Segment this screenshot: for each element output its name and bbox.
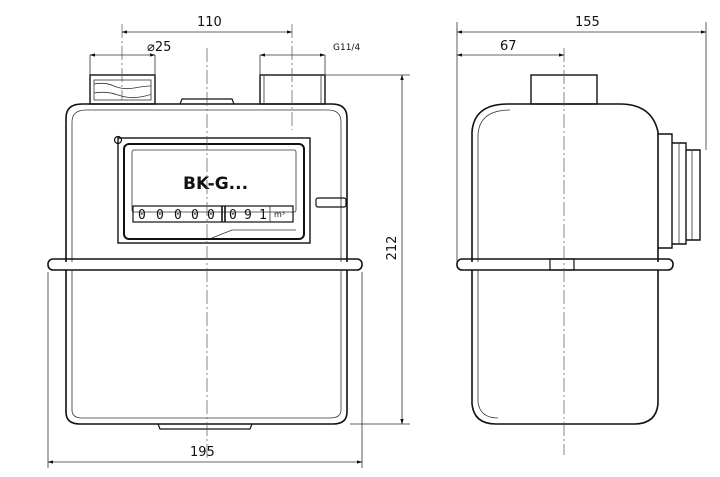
front-lower-body xyxy=(65,270,348,425)
model-label: BK-G... xyxy=(183,174,248,194)
front-side-clip xyxy=(315,197,347,208)
dimension-212-label: 212 xyxy=(385,236,400,261)
front-bottom-foot xyxy=(157,423,253,430)
front-view: BK-G... 0 0 0 0 0 0 9 1 m³ xyxy=(47,74,363,430)
dimension-195: 195 xyxy=(47,272,363,468)
side-upper-body xyxy=(471,103,659,262)
dimension-67: 67 xyxy=(456,39,565,57)
dimension-155-label: 155 xyxy=(575,15,600,30)
side-upper-highlight xyxy=(477,109,511,262)
dimension-110: 110 xyxy=(121,15,293,34)
dimension-67-label: 67 xyxy=(500,39,517,54)
counter-digit: 0 xyxy=(174,208,182,223)
dimension-diameter: ⌀25 xyxy=(89,40,171,76)
counter-digit: 0 xyxy=(138,208,146,223)
front-lower-inner xyxy=(71,270,342,419)
counter-digit: 9 xyxy=(244,208,252,223)
counter-digit: 0 xyxy=(191,208,199,223)
counter-digit: 0 xyxy=(156,208,164,223)
front-outlet-pipe xyxy=(259,74,326,105)
counter-digit: 1 xyxy=(259,208,267,223)
counter-window: BK-G... 0 0 0 0 0 0 9 1 m³ xyxy=(117,137,311,244)
dimension-110-label: 110 xyxy=(197,15,222,30)
dimension-155: 155 xyxy=(456,15,707,262)
front-inlet-pipe xyxy=(89,74,156,105)
side-connector xyxy=(658,133,701,249)
dimension-thread: G11/4 xyxy=(259,43,360,76)
side-lower-highlight xyxy=(477,270,499,419)
side-band-clip xyxy=(549,258,575,271)
counter-unit: m³ xyxy=(274,210,285,219)
counter-digit: 0 xyxy=(207,208,215,223)
counter-digit: 0 xyxy=(229,208,237,223)
side-lower-body xyxy=(471,270,659,425)
dimension-195-label: 195 xyxy=(190,445,215,460)
side-view xyxy=(456,74,701,425)
dimension-diameter-label: ⌀25 xyxy=(147,40,171,55)
dimension-212: 212 xyxy=(325,74,410,425)
front-middle-band xyxy=(47,258,363,271)
side-middle-band xyxy=(456,258,674,271)
dimension-thread-label: G11/4 xyxy=(333,43,360,53)
digit-row: 0 0 0 0 0 0 9 1 xyxy=(138,208,267,223)
